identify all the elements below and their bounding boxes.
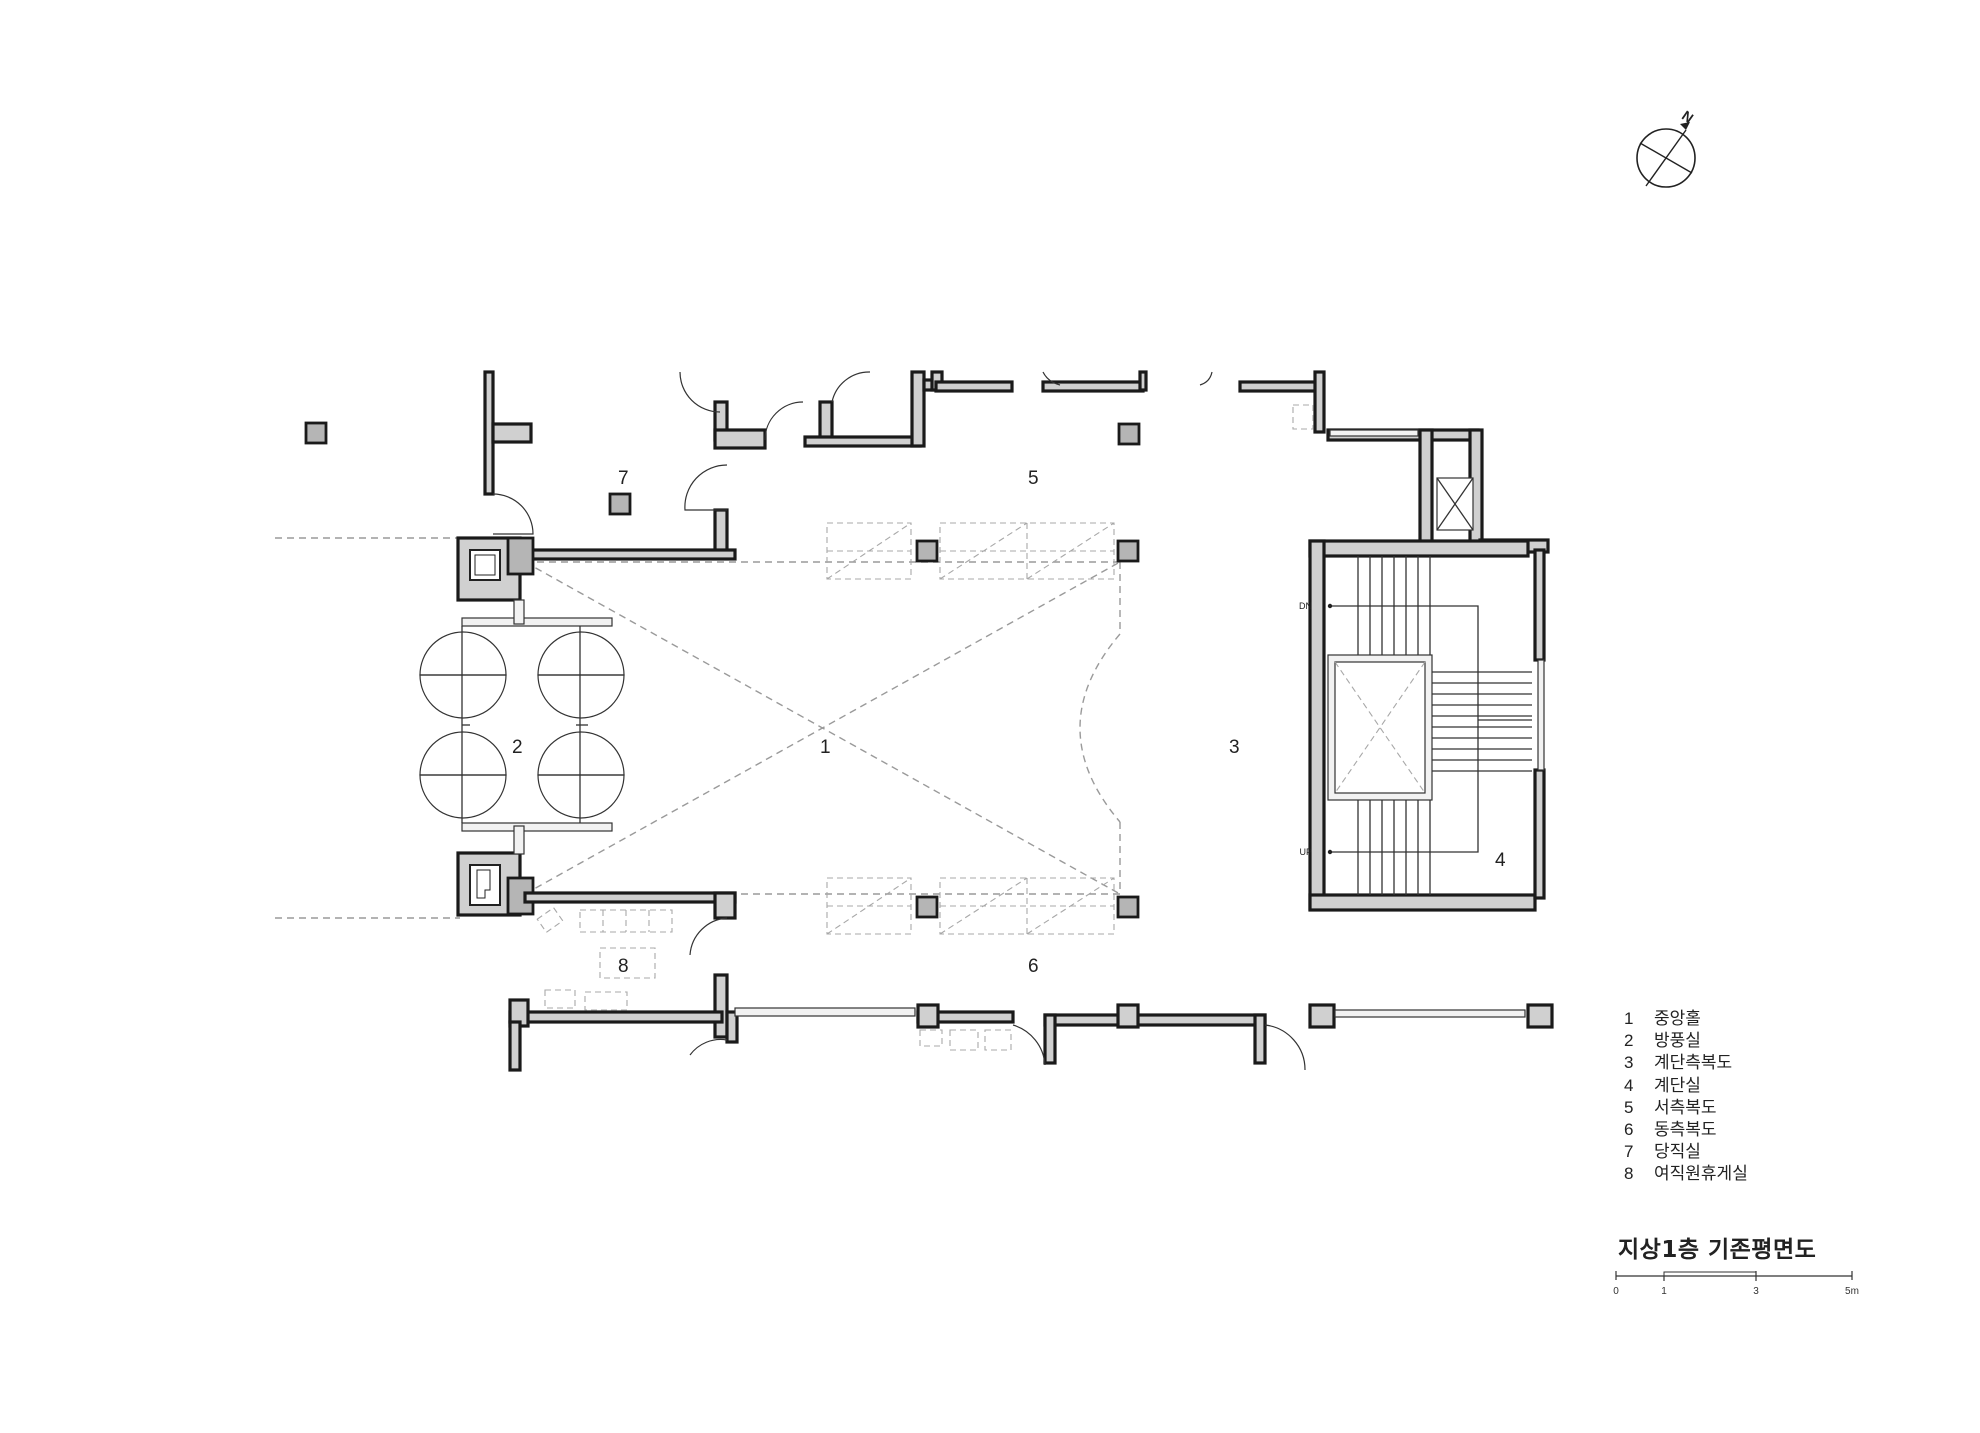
room-label-2: 2 xyxy=(512,737,523,758)
room-label-6: 6 xyxy=(1028,956,1039,977)
legend-number: 2 xyxy=(1624,1031,1634,1051)
legend-number: 7 xyxy=(1624,1142,1634,1162)
scale-bar: 0 1 3 5m xyxy=(1613,1271,1859,1297)
legend-number: 5 xyxy=(1624,1097,1634,1117)
legend-room-name: 당직실 xyxy=(1654,1142,1701,1162)
stair-elevator xyxy=(1327,477,1532,895)
lounge-furniture xyxy=(536,404,1314,1051)
legend-item: 4 계단실 xyxy=(1624,1075,1864,1097)
vestibule-doors xyxy=(419,599,625,855)
legend-item: 7 당직실 xyxy=(1624,1141,1864,1163)
legend-room-name: 중앙홀 xyxy=(1654,1009,1701,1028)
room-labels: 1 2 3 4 5 6 7 8 DN UP xyxy=(512,468,1506,977)
room-label-3: 3 xyxy=(1229,737,1240,758)
legend-number: 8 xyxy=(1624,1164,1634,1184)
legend-room-name: 여직원휴게실 xyxy=(1654,1164,1748,1184)
legend-room-name: 계단실 xyxy=(1654,1075,1701,1095)
scale-tick-5m: 5m xyxy=(1845,1286,1859,1297)
room-legend: 1 중앙홀 2 방풍실 3 계단측복도 4 계단실 5 서측복도 6 동측복도 7 당직실 8 여직원휴게실 xyxy=(1624,1008,1864,1186)
legend-number: 4 xyxy=(1624,1075,1634,1095)
room-label-1: 1 xyxy=(820,737,831,758)
legend-number: 6 xyxy=(1624,1120,1634,1140)
walls xyxy=(456,370,1554,1072)
legend-item: 8 여직원휴게실 xyxy=(1624,1163,1864,1185)
room-label-7: 7 xyxy=(618,468,629,489)
legend-room-name: 서측복도 xyxy=(1654,1097,1717,1117)
scale-tick-0: 0 xyxy=(1613,1286,1619,1297)
north-arrow-icon: N xyxy=(1636,108,1697,188)
stair-up-label: UP xyxy=(1299,847,1312,857)
room-label-8: 8 xyxy=(618,956,629,977)
legend-item: 3 계단측복도 xyxy=(1624,1052,1864,1074)
north-label: N xyxy=(1679,108,1696,126)
scale-tick-3: 3 xyxy=(1753,1286,1759,1297)
glazing xyxy=(734,429,1545,1018)
legend-room-name: 방풍실 xyxy=(1654,1031,1701,1051)
legend-item: 5 서측복도 xyxy=(1624,1097,1864,1119)
legend-item: 6 동측복도 xyxy=(1624,1119,1864,1141)
legend-room-name: 동측복도 xyxy=(1654,1120,1717,1140)
door-swings xyxy=(492,371,1306,1071)
columns xyxy=(304,421,1141,919)
entrance-voids xyxy=(469,549,501,906)
drawing-title: 지상1층 기존평면도 xyxy=(1618,1237,1817,1263)
legend-item: 2 방풍실 xyxy=(1624,1030,1864,1052)
ceiling-projection-lines xyxy=(275,522,1121,935)
legend-item: 1 중앙홀 xyxy=(1624,1008,1864,1030)
legend-number: 1 xyxy=(1624,1009,1634,1028)
room-label-4: 4 xyxy=(1495,850,1506,871)
room-label-5: 5 xyxy=(1028,468,1039,489)
scale-tick-1: 1 xyxy=(1661,1286,1667,1297)
legend-number: 3 xyxy=(1624,1053,1634,1073)
legend-room-name: 계단측복도 xyxy=(1654,1053,1733,1073)
stair-down-label: DN xyxy=(1299,601,1312,611)
